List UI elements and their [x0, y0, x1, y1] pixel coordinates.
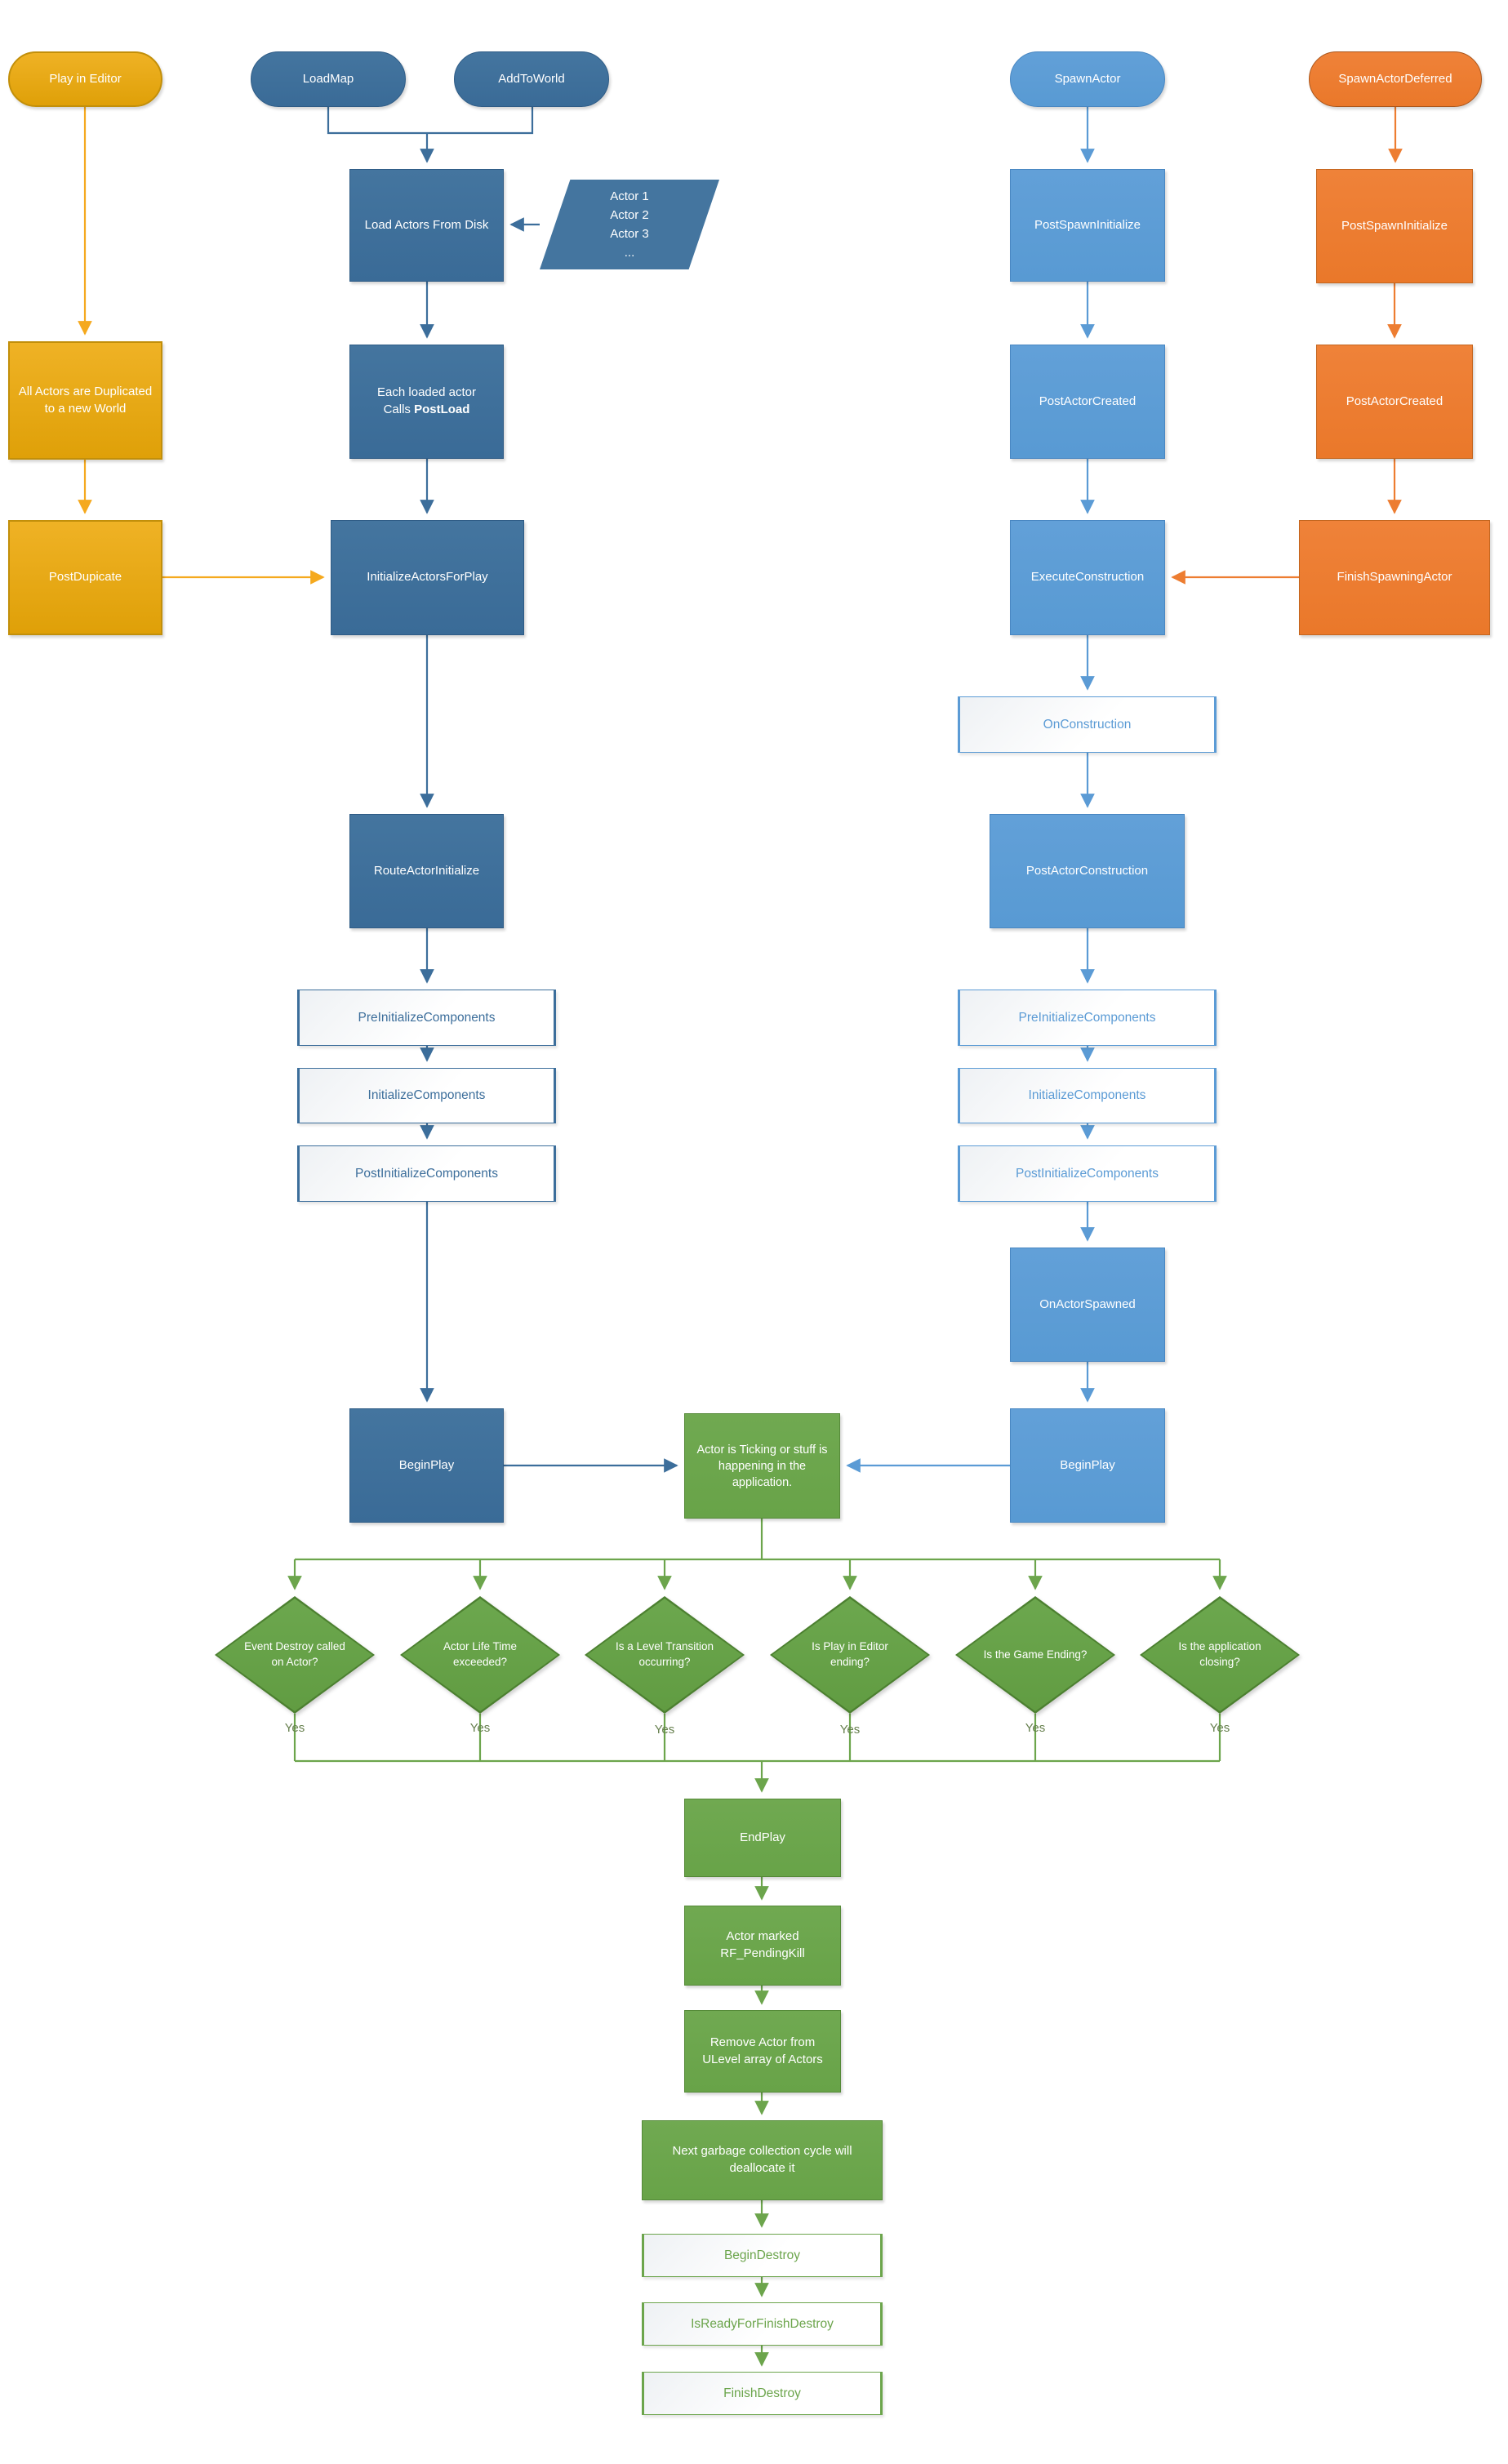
node-initialize-components-left: InitializeComponents [297, 1068, 556, 1123]
parallelogram-shape [540, 180, 719, 269]
node-actor-list: Actor 1 Actor 2 Actor 3 ... [540, 180, 719, 269]
decision-pie-ending: Is Play in Editor ending? [770, 1596, 930, 1714]
node-begin-play-right: BeginPlay [1010, 1408, 1165, 1523]
node-actor-marked-pending-kill: Actor marked RF_PendingKill [684, 1906, 841, 1986]
node-actor-ticking: Actor is Ticking or stuff is happening i… [684, 1413, 840, 1519]
node-end-play: EndPlay [684, 1799, 841, 1877]
decision-event-destroy: Event Destroy called on Actor? [215, 1596, 375, 1714]
node-load-map: LoadMap [251, 51, 406, 107]
node-post-actor-created-deferred: PostActorCreated [1316, 345, 1473, 459]
node-execute-construction: ExecuteConstruction [1010, 520, 1165, 635]
node-initialize-components-right: InitializeComponents [958, 1068, 1217, 1123]
node-post-actor-created-spawn: PostActorCreated [1010, 345, 1165, 459]
actor-list-label: Actor 1 Actor 2 Actor 3 ... [610, 189, 649, 260]
node-route-actor-initialize: RouteActorInitialize [349, 814, 504, 928]
node-add-to-world: AddToWorld [454, 51, 609, 107]
node-post-actor-construction: PostActorConstruction [990, 814, 1185, 928]
node-post-spawn-initialize-deferred: PostSpawnInitialize [1316, 169, 1473, 283]
node-finish-spawning-actor: FinishSpawningActor [1299, 520, 1490, 635]
decision-actor-lifetime: Actor Life Time exceeded? [400, 1596, 560, 1714]
label-yes-3: Yes [654, 1723, 675, 1737]
each-loaded-actor-label: Each loaded actor Calls PostLoad [377, 385, 476, 416]
node-all-actors-duplicated: All Actors are Duplicated to a new World [8, 341, 162, 460]
node-post-spawn-initialize-spawn: PostSpawnInitialize [1010, 169, 1165, 282]
node-finish-destroy: FinishDestroy [642, 2372, 883, 2415]
node-begin-play-left: BeginPlay [349, 1408, 504, 1523]
node-is-ready-for-finish-destroy: IsReadyForFinishDestroy [642, 2302, 883, 2346]
node-begin-destroy: BeginDestroy [642, 2234, 883, 2277]
label-yes-1: Yes [284, 1721, 305, 1735]
node-spawn-actor: SpawnActor [1010, 51, 1165, 107]
node-each-loaded-actor-postload: Each loaded actor Calls PostLoad [349, 345, 504, 459]
node-post-initialize-components-right: PostInitializeComponents [958, 1145, 1217, 1202]
decision-app-closing: Is the application closing? [1140, 1596, 1300, 1714]
label-yes-4: Yes [839, 1723, 861, 1737]
node-initialize-actors-for-play: InitializeActorsForPlay [331, 520, 524, 635]
decision-level-transition: Is a Level Transition occurring? [585, 1596, 745, 1714]
node-post-initialize-components-left: PostInitializeComponents [297, 1145, 556, 1202]
label-yes-6: Yes [1209, 1721, 1230, 1735]
label-yes-5: Yes [1025, 1721, 1046, 1735]
node-post-dupicate: PostDupicate [8, 520, 162, 635]
node-spawn-actor-deferred: SpawnActorDeferred [1309, 51, 1482, 107]
node-pre-initialize-components-right: PreInitializeComponents [958, 990, 1217, 1046]
node-next-gc-cycle: Next garbage collection cycle will deall… [642, 2120, 883, 2200]
node-play-in-editor: Play in Editor [8, 51, 162, 107]
node-pre-initialize-components-left: PreInitializeComponents [297, 990, 556, 1046]
label-yes-2: Yes [469, 1721, 491, 1735]
node-load-actors-from-disk: Load Actors From Disk [349, 169, 504, 282]
node-remove-actor-from-ulevel: Remove Actor from ULevel array of Actors [684, 2010, 841, 2093]
node-on-construction: OnConstruction [958, 696, 1217, 753]
node-on-actor-spawned: OnActorSpawned [1010, 1248, 1165, 1362]
decision-game-ending: Is the Game Ending? [955, 1596, 1115, 1714]
